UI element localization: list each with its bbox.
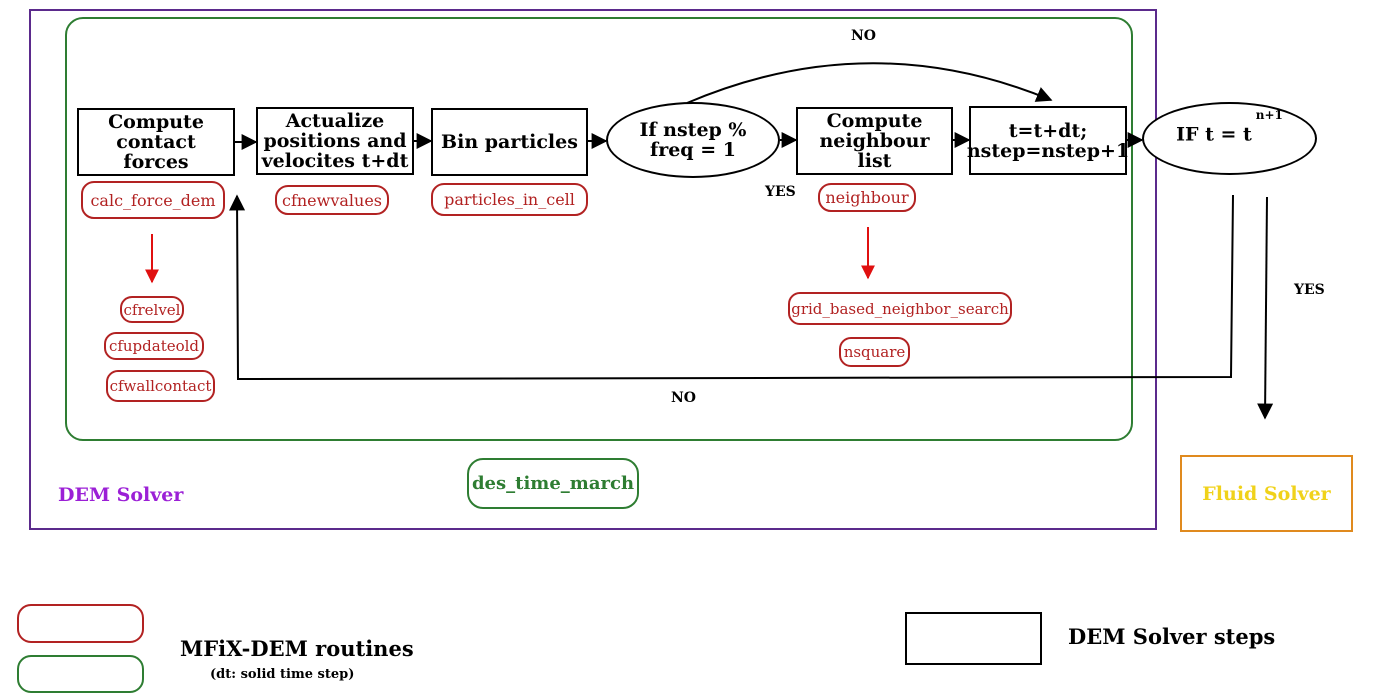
edge-label-yes-neighbour: YES bbox=[765, 184, 796, 200]
legend-step-swatch bbox=[905, 612, 1042, 665]
step-time-update: t=t+dt; nstep=nstep+1 bbox=[967, 106, 1129, 175]
arrow-skip-neighbour bbox=[686, 62, 1053, 104]
edge-label-no-loop: NO bbox=[671, 390, 696, 406]
decision-time-end: IF t = tn+1 bbox=[1142, 102, 1317, 175]
time-march-container bbox=[65, 17, 1133, 441]
legend-routine-swatch bbox=[17, 604, 144, 643]
fluid-solver-label: Fluid Solver bbox=[1202, 482, 1331, 505]
edge-label-no-skip: NO bbox=[851, 28, 876, 44]
routine-nsquare: nsquare bbox=[839, 337, 910, 367]
routine-cfrelvel: cfrelvel bbox=[120, 296, 184, 323]
routine-neighbour: neighbour bbox=[818, 183, 916, 212]
routine-cfupdateold: cfupdateold bbox=[104, 332, 204, 360]
routine-cfwallcontact: cfwallcontact bbox=[106, 370, 215, 402]
legend-steps-label: DEM Solver steps bbox=[1068, 624, 1276, 649]
step-actualize-positions: Actualize positions and velocites t+dt bbox=[256, 107, 414, 175]
fluid-solver-box: Fluid Solver bbox=[1180, 455, 1353, 532]
dem-solver-container bbox=[29, 9, 1157, 530]
legend-time-march-swatch bbox=[17, 655, 144, 693]
decision-time-end-label: IF t = t bbox=[1176, 123, 1252, 146]
decision-nstep-freq: If nstep % freq = 1 bbox=[606, 102, 780, 178]
decision-time-end-sup: n+1 bbox=[1255, 107, 1283, 122]
routine-calc-force-dem: calc_force_dem bbox=[81, 181, 225, 219]
routine-particles-in-cell: particles_in_cell bbox=[431, 183, 588, 216]
routine-grid-based-neighbor-search: grid_based_neighbor_search bbox=[788, 292, 1012, 325]
step-bin-particles: Bin particles bbox=[431, 108, 588, 176]
legend-routines-label: MFiX-DEM routines bbox=[180, 636, 414, 661]
routine-cfnewvalues: cfnewvalues bbox=[275, 185, 389, 215]
arrow-loop-back bbox=[229, 194, 1234, 381]
legend-routines-sub: (dt: solid time step) bbox=[210, 667, 355, 682]
arrow-to-fluid-solver bbox=[1257, 196, 1274, 420]
time-march-routine: des_time_march bbox=[467, 458, 639, 509]
step-compute-contact-forces: Compute contact forces bbox=[77, 108, 235, 176]
dem-solver-label: DEM Solver bbox=[58, 484, 184, 506]
edge-label-yes-fluid: YES bbox=[1294, 282, 1325, 298]
